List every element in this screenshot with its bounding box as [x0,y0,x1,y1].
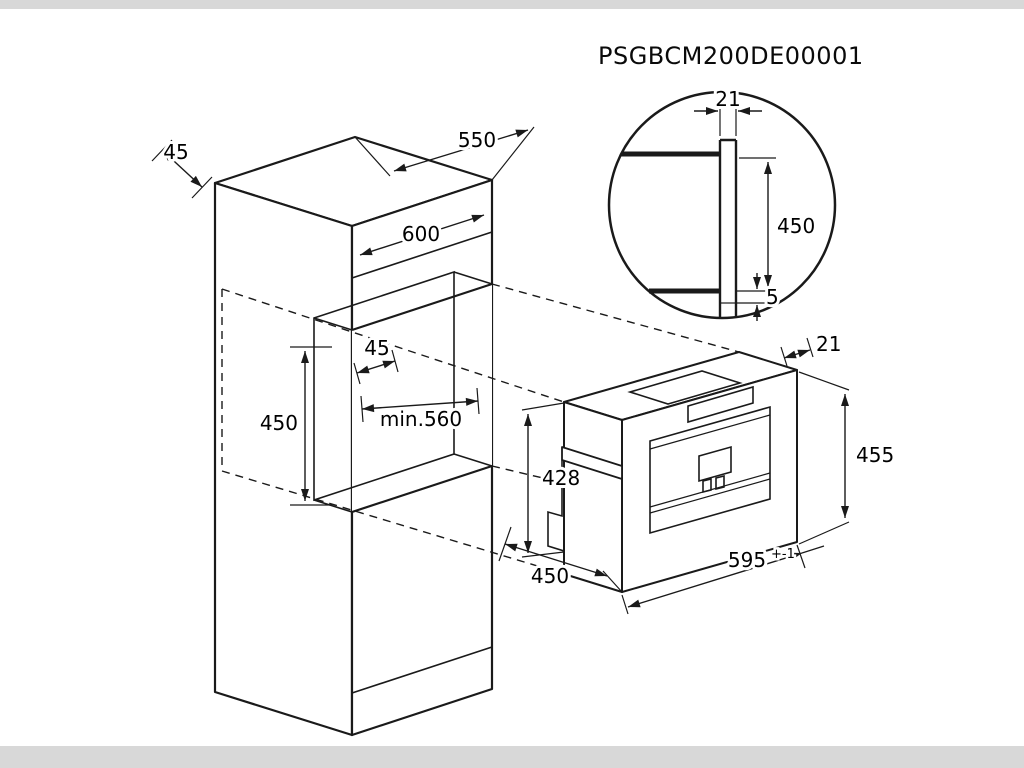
cabinet-dimensions: 45 550 600 450 45 min.560 [151,125,535,506]
niche-height-extension-lines [290,346,332,506]
label-detail-gap: 5 [766,285,779,309]
label-cabinet-overhang: 45 [163,140,188,164]
drawing-title: PSGBCM200DE00001 [598,42,864,70]
label-detail-height: 450 [777,214,815,238]
label-cabinet-depth: 550 [458,128,496,152]
detail-frame-extension-lines [719,103,737,136]
label-niche-strip: 45 [364,336,389,360]
niche-strip-dim-arrow [356,360,396,374]
frame-dim-arrow [783,349,811,359]
label-machine-body-height: 428 [542,466,580,490]
machine-drip-tray-lines [649,472,771,514]
section-appliance-frame [718,138,738,317]
machine-top-lid [627,370,743,405]
overhang-dim-arrow [161,149,203,188]
projection-top-left [221,288,565,403]
projection-bottom-right [491,465,565,484]
cabinet-plinth-line [351,646,493,694]
label-machine-height: 455 [856,443,894,467]
coffee-machine [547,351,798,593]
niche-depth-dim-arrow [361,397,479,413]
detail-circle: 21 450 5 [607,84,837,321]
cabinet-side-panel [213,181,354,737]
top-band [0,0,1024,9]
machine-front-face [621,369,798,593]
detail-height-extension-lines [736,157,776,292]
machine-side-face [563,401,623,593]
machine-cup-shelf [561,446,623,480]
label-niche-depth: min.560 [380,407,462,431]
machine-spout-unit [698,445,732,483]
label-machine-width-tolerance: +-1 [771,547,795,562]
depth-dim-arrow [504,543,608,577]
machine-dimensions: 21 455 428 595 +-1 450 [498,329,897,615]
projection-top-right [491,283,740,353]
machine-brew-recess [649,405,771,535]
niche-opening-top-edge [351,282,493,332]
bottom-band [0,746,1024,768]
label-detail-frame: 21 [715,87,740,111]
label-machine-frame: 21 [816,332,841,356]
total-height-extension-lines [798,371,850,545]
width-dim-overshoot [801,545,825,554]
niche-opening-bottom-edge [351,464,493,514]
label-niche-height: 450 [260,411,298,435]
detail-circle-outline [607,90,837,320]
label-machine-depth: 450 [531,564,569,588]
machine-display-panel [687,385,754,424]
depth-dim-arrow [393,129,529,172]
width-dim-arrow [359,214,485,256]
frame-extension-lines [780,337,814,367]
width-dim-arrow [627,552,803,608]
niche-depth-edges [313,271,493,513]
label-cabinet-width: 600 [402,222,440,246]
label-machine-width: 595 [728,548,766,572]
machine-recess-inner-line [649,414,771,450]
